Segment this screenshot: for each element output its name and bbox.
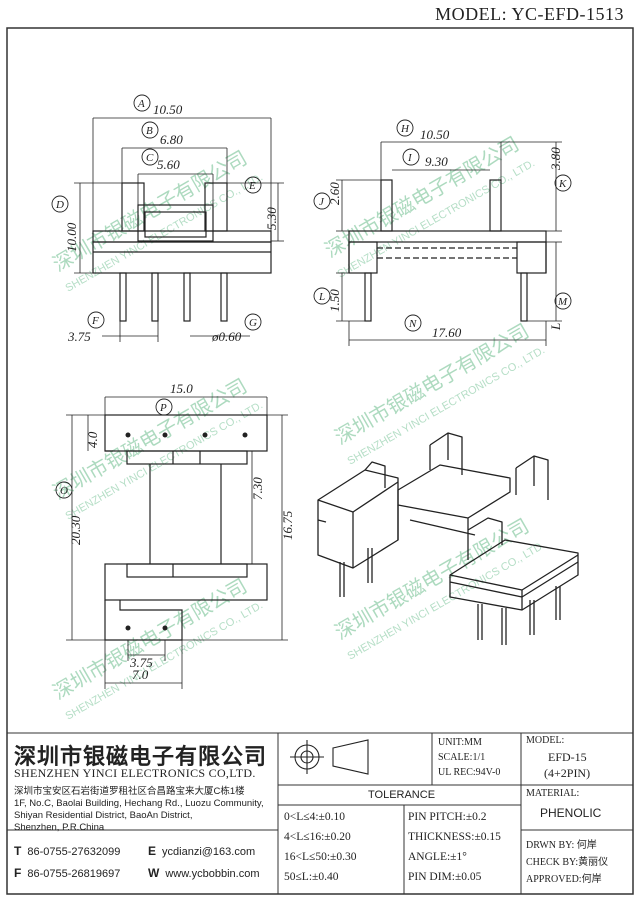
model-label: MODEL: (526, 735, 565, 746)
tol-row-4: 50≤L:±0.40 (284, 871, 339, 883)
dim-c-value: 5.60 (157, 157, 180, 172)
material-value: PHENOLIC (540, 806, 602, 820)
dim-a-value: 10.50 (153, 102, 183, 117)
tol2-row-2: THICKNESS:±0.15 (408, 831, 501, 843)
dim-h-value: 10.50 (420, 127, 450, 142)
label-m: M (557, 296, 568, 308)
tol-row-1: 0<L≤4:±0.10 (284, 811, 345, 823)
drawn-by: DRWN BY: 何岸 (526, 840, 597, 851)
unit-text: UNIT:MM (438, 737, 482, 748)
label-p: P (159, 402, 167, 414)
fax-label: F (14, 866, 22, 880)
approved-by: APPROVED:何岸 (526, 874, 602, 885)
dim-e-value: 5.30 (264, 207, 279, 230)
company-address: 深圳市宝安区石岩街道罗租社区合昌路宝来大厦C栋1楼 1F, No.C, Baol… (14, 786, 276, 834)
label-j: J (319, 196, 325, 208)
title-block-grid (7, 732, 633, 894)
contact-fax: F 86-0755-26819697 (14, 866, 120, 880)
address-en-2: Shiyan Residential District, BaoAn Distr… (14, 810, 193, 821)
dim-inner1-value: 7.30 (250, 477, 265, 500)
web-value[interactable]: www.ycbobbin.com (165, 868, 260, 880)
dim-o-value: 20.30 (68, 515, 83, 545)
bottom-view: 15.0 4.0 20.30 7.30 16.75 3.75 7.0 P O (55, 381, 295, 689)
email-value[interactable]: ycdianzi@163.com (162, 846, 256, 858)
label-e: E (248, 180, 256, 192)
dim-b-value: 6.80 (160, 132, 183, 147)
side-view: 10.50 9.30 2.60 3.80 1.50 L 17.60 H I J … (313, 119, 572, 346)
label-k: K (558, 178, 567, 190)
dim-bot2-value: 7.0 (132, 667, 149, 682)
address-cn: 深圳市宝安区石岩街道罗租社区合昌路宝来大厦C栋1楼 (14, 786, 245, 797)
label-i: I (407, 152, 413, 164)
ul-rec-text: UL REC:94V-0 (438, 767, 501, 778)
address-en-1: 1F, No.C, Baolai Building, Hechang Rd., … (14, 798, 264, 809)
dim-n-value: 17.60 (432, 325, 462, 340)
dim-f-value: 3.75 (67, 329, 91, 344)
tol-row-2: 4<L≤16:±0.20 (284, 831, 351, 843)
isometric-view (317, 432, 579, 645)
label-g: G (249, 317, 257, 329)
tol-row-3: 16<L≤50:±0.30 (284, 851, 357, 863)
dim-i-value: 9.30 (425, 154, 448, 169)
front-view: 10.50 6.80 5.60 5.30 10.00 3.75 ø0.60 A … (51, 94, 284, 344)
tel-value: 86-0755-27632099 (27, 846, 121, 858)
dim-p-value: 15.0 (170, 381, 193, 396)
email-label: E (148, 844, 157, 858)
address-en-3: Shenzhen, P.R.China (14, 822, 105, 833)
scale-text: SCALE:1/1 (438, 752, 486, 763)
dim-bot1-value: 3.75 (129, 655, 153, 670)
tolerance-title: TOLERANCE (368, 789, 436, 801)
checked-by: CHECK BY:黄丽仪 (526, 857, 609, 868)
dim-l-value: 1.50 (327, 289, 342, 312)
sheet-border (6, 27, 634, 895)
dim-m-value: L (548, 323, 563, 331)
dim-j-value: 2.60 (327, 182, 342, 205)
model-header: MODEL: YC-EFD-1513 (435, 4, 624, 24)
contact-tel: T 86-0755-27632099 (14, 844, 120, 858)
model-value: EFD-15 (548, 750, 587, 764)
label-c: C (146, 152, 154, 164)
watermark-cn-2: 深圳市银磁电子有限公司 (321, 132, 524, 263)
dim-p-sub-value: 4.0 (85, 431, 100, 448)
web-label: W (148, 866, 160, 880)
tol2-row-3: ANGLE:±1° (408, 851, 467, 863)
watermark-cn-5: 深圳市银磁电子有限公司 (49, 574, 252, 705)
watermark-group: 深圳市银磁电子有限公司 SHENZHEN YINCI ELECTRONICS C… (49, 132, 548, 723)
label-d: D (55, 199, 64, 211)
label-f: F (91, 315, 99, 327)
company-name-en: SHENZHEN YINCI ELECTRONICS CO,LTD. (14, 766, 256, 780)
label-l: L (318, 291, 325, 303)
label-b: B (146, 125, 153, 137)
tol2-row-4: PIN DIM:±0.05 (408, 871, 482, 883)
dim-d-value: 10.00 (64, 222, 79, 252)
tel-label: T (14, 844, 22, 858)
dim-inner2-value: 16.75 (280, 510, 295, 540)
label-n: N (408, 318, 417, 330)
fax-value: 86-0755-26819697 (27, 868, 121, 880)
dim-k-value: 3.80 (548, 147, 563, 171)
label-o: O (60, 485, 68, 497)
label-a: A (137, 98, 145, 110)
projection-symbol (290, 739, 369, 775)
company-name-cn: 深圳市银磁电子有限公司 (14, 745, 268, 770)
tol2-row-1: PIN PITCH:±0.2 (408, 811, 487, 823)
material-label: MATERIAL: (526, 788, 580, 799)
label-h: H (400, 123, 410, 135)
model-pins: (4+2PIN) (544, 766, 591, 780)
dim-g-value: ø0.60 (211, 329, 242, 344)
